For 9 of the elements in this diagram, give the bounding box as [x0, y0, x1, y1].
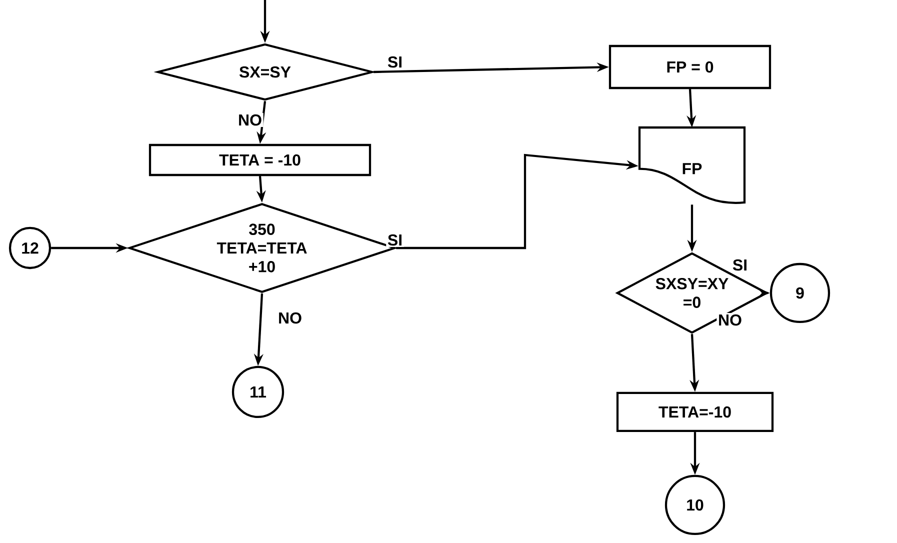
edge-label: SI: [388, 234, 402, 246]
process-box: TETA=-10: [616, 392, 774, 432]
edge-label: SI: [388, 56, 402, 68]
process-box: TETA = -10: [148, 144, 372, 176]
edge-label: SI: [732, 259, 746, 271]
edge-label: NO: [239, 114, 262, 126]
edge-label: NO: [719, 314, 742, 326]
edge-label: NO: [279, 312, 302, 324]
process-box: FP = 0: [608, 44, 772, 90]
